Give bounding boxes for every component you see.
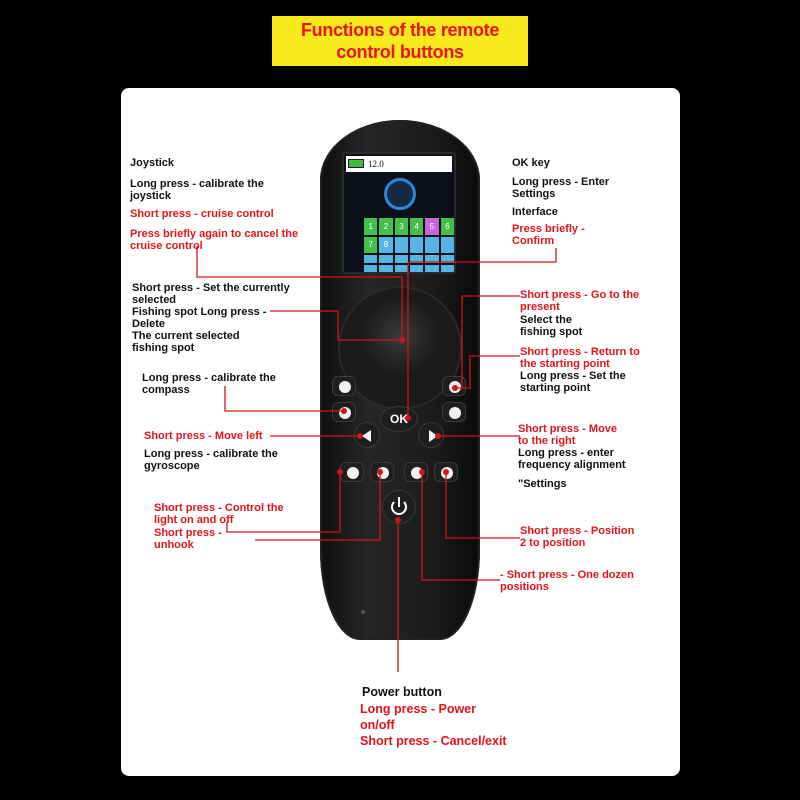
- grid-cell: [379, 264, 393, 272]
- power-short-press: Short press - Cancel/exit: [360, 734, 507, 748]
- grid-cell: [425, 264, 439, 272]
- grid-cell: [425, 255, 439, 263]
- goto-select-spot: Select the fishing spot: [520, 314, 583, 338]
- grid-cell: [440, 236, 454, 253]
- power-long-press: Long press - Power on/off: [360, 702, 476, 732]
- screen-readout: 12.0: [368, 159, 384, 169]
- move-right-label: Short press - Move to the right: [518, 423, 618, 447]
- joystick-press-again: Press briefly again to cancel the cruise…: [130, 228, 299, 252]
- grid-cell: 4: [409, 218, 424, 235]
- grid-cell: [440, 264, 454, 272]
- unhook-short-press: Short press - unhook: [154, 527, 222, 551]
- light-short-press: Short press - Control the light on and o…: [154, 502, 284, 526]
- ok-key-heading: OK key: [512, 157, 550, 169]
- power-icon: [391, 499, 407, 515]
- fishing-spot-label: Short press - Set the currently selected…: [132, 282, 290, 354]
- grid-cell: [394, 236, 408, 253]
- ok-button[interactable]: OK: [380, 406, 418, 432]
- home-button[interactable]: [442, 402, 466, 422]
- frequency-long-press: Long press - enter frequency alignment: [518, 447, 626, 471]
- return-short-press: Short press - Return to the starting poi…: [520, 346, 640, 370]
- grid-cell: [409, 236, 424, 253]
- screen-status-bar: 12.0: [346, 156, 452, 172]
- microphone-hole: [361, 610, 365, 614]
- joystick-short-press: Short press - cruise control: [130, 208, 274, 220]
- home-icon: [449, 407, 461, 419]
- grid-cell: 1: [364, 218, 378, 235]
- gyroscope-long-press: Long press - calibrate the gyroscope: [144, 448, 278, 472]
- grid-cell: [394, 255, 408, 263]
- compass-long-press: Long press - calibrate the compass: [142, 372, 276, 396]
- spot-button[interactable]: [332, 376, 356, 396]
- dozen-positions-short-press: - Short press - One dozen positions: [500, 569, 634, 593]
- grid-cell: 3: [394, 218, 408, 235]
- position-2-short-press: Short press - Position 2 to position: [520, 525, 635, 549]
- grid-cell: 5: [425, 218, 439, 235]
- ok-short-press: Press briefly - Confirm: [512, 223, 585, 247]
- battery-icon: [348, 159, 364, 168]
- move-left-label: Short press - Move left: [144, 430, 263, 442]
- pin-icon: [339, 381, 351, 393]
- grid-cell: [440, 255, 454, 263]
- light-icon: [347, 467, 359, 479]
- ok-interface: Interface: [512, 206, 558, 218]
- grid-cell: [394, 264, 408, 272]
- grid-cell: [425, 236, 439, 253]
- compass-icon: [384, 178, 416, 210]
- grid-cell: 7: [364, 236, 378, 253]
- joystick-long-press: Long press - calibrate the joystick: [130, 178, 264, 202]
- arrow-left-icon: [362, 430, 371, 442]
- grid-cell: [379, 255, 393, 263]
- grid-cell: 2: [379, 218, 393, 235]
- banner-title-line-2: control buttons: [336, 42, 464, 62]
- grid-cell: 6: [440, 218, 454, 235]
- grid-cell: [409, 255, 424, 263]
- banner-title-line-1: Functions of the remote: [300, 20, 500, 40]
- title-banner: Functions of the remote control buttons: [272, 16, 528, 66]
- frequency-settings: "Settings: [518, 478, 567, 490]
- grid-cell: [364, 264, 378, 272]
- joystick[interactable]: [362, 298, 438, 374]
- ok-long-press: Long press - Enter Settings: [512, 176, 610, 200]
- return-long-press: Long press - Set the starting point: [520, 370, 626, 394]
- grid-cell: 8: [379, 236, 393, 253]
- arrow-right-icon: [429, 430, 438, 442]
- goto-short-press: Short press - Go to the present: [520, 289, 640, 313]
- light-button[interactable]: [340, 462, 364, 482]
- grid-cell: [409, 264, 424, 272]
- grid-cell: [364, 255, 378, 263]
- power-button-heading: Power button: [362, 685, 442, 699]
- joystick-heading: Joystick: [130, 157, 175, 169]
